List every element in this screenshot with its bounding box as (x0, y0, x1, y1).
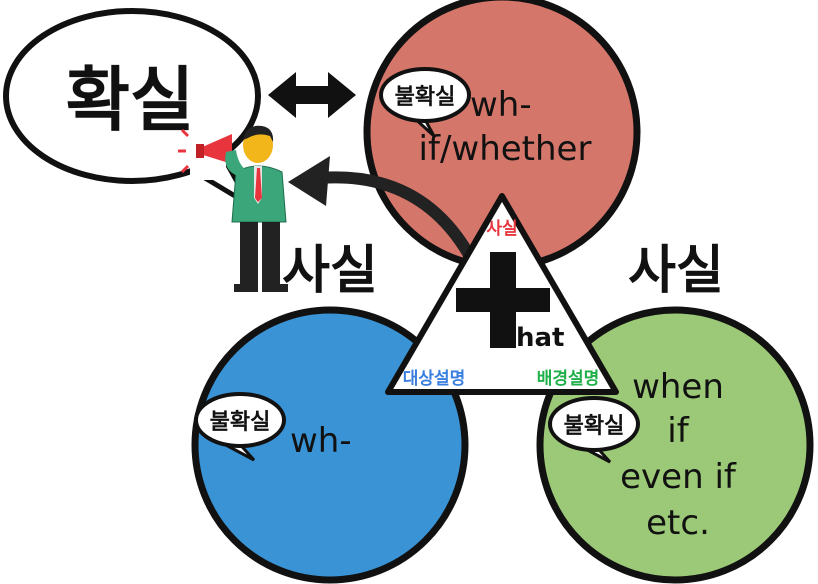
double-arrow-icon (268, 72, 356, 118)
red-circle-content: 불확실 wh- if/whether (379, 67, 592, 169)
green-line-if: if (667, 411, 689, 451)
green-line-even-if: even if (620, 457, 737, 497)
green-uncertain-bubble: 불확실 (564, 414, 625, 439)
green-line-when: when (632, 367, 724, 407)
red-uncertain-bubble: 불확실 (395, 85, 456, 110)
red-line1: wh- (470, 85, 532, 125)
red-line2: if/whether (419, 129, 592, 169)
plus-icon-horizontal (456, 288, 550, 312)
green-circle-content: 불확실 when if even if etc. (548, 367, 737, 543)
blue-uncertain-bubble: 불확실 (210, 410, 271, 435)
right-fact-label: 사실 (628, 241, 724, 301)
triangle-fact-label: 사실 (486, 219, 517, 239)
triangle-hat-label: hat (516, 323, 564, 353)
triangle-target-desc: 대상설명 (403, 369, 466, 389)
certainty-speech-bubble: 확실 (3, 8, 261, 208)
green-line-etc: etc. (646, 503, 710, 543)
blue-line1: wh- (290, 421, 352, 461)
that-triangle: 사실 hat 대상설명 배경설명 (385, 193, 619, 395)
curved-arrow-icon (288, 156, 484, 278)
triangle-background-desc: 배경설명 (537, 369, 600, 389)
certainty-label: 확실 (66, 59, 195, 141)
person-with-megaphone-icon (178, 125, 288, 292)
left-fact-label: 사실 (282, 241, 378, 301)
blue-circle-content: 불확실 wh- (194, 392, 352, 462)
